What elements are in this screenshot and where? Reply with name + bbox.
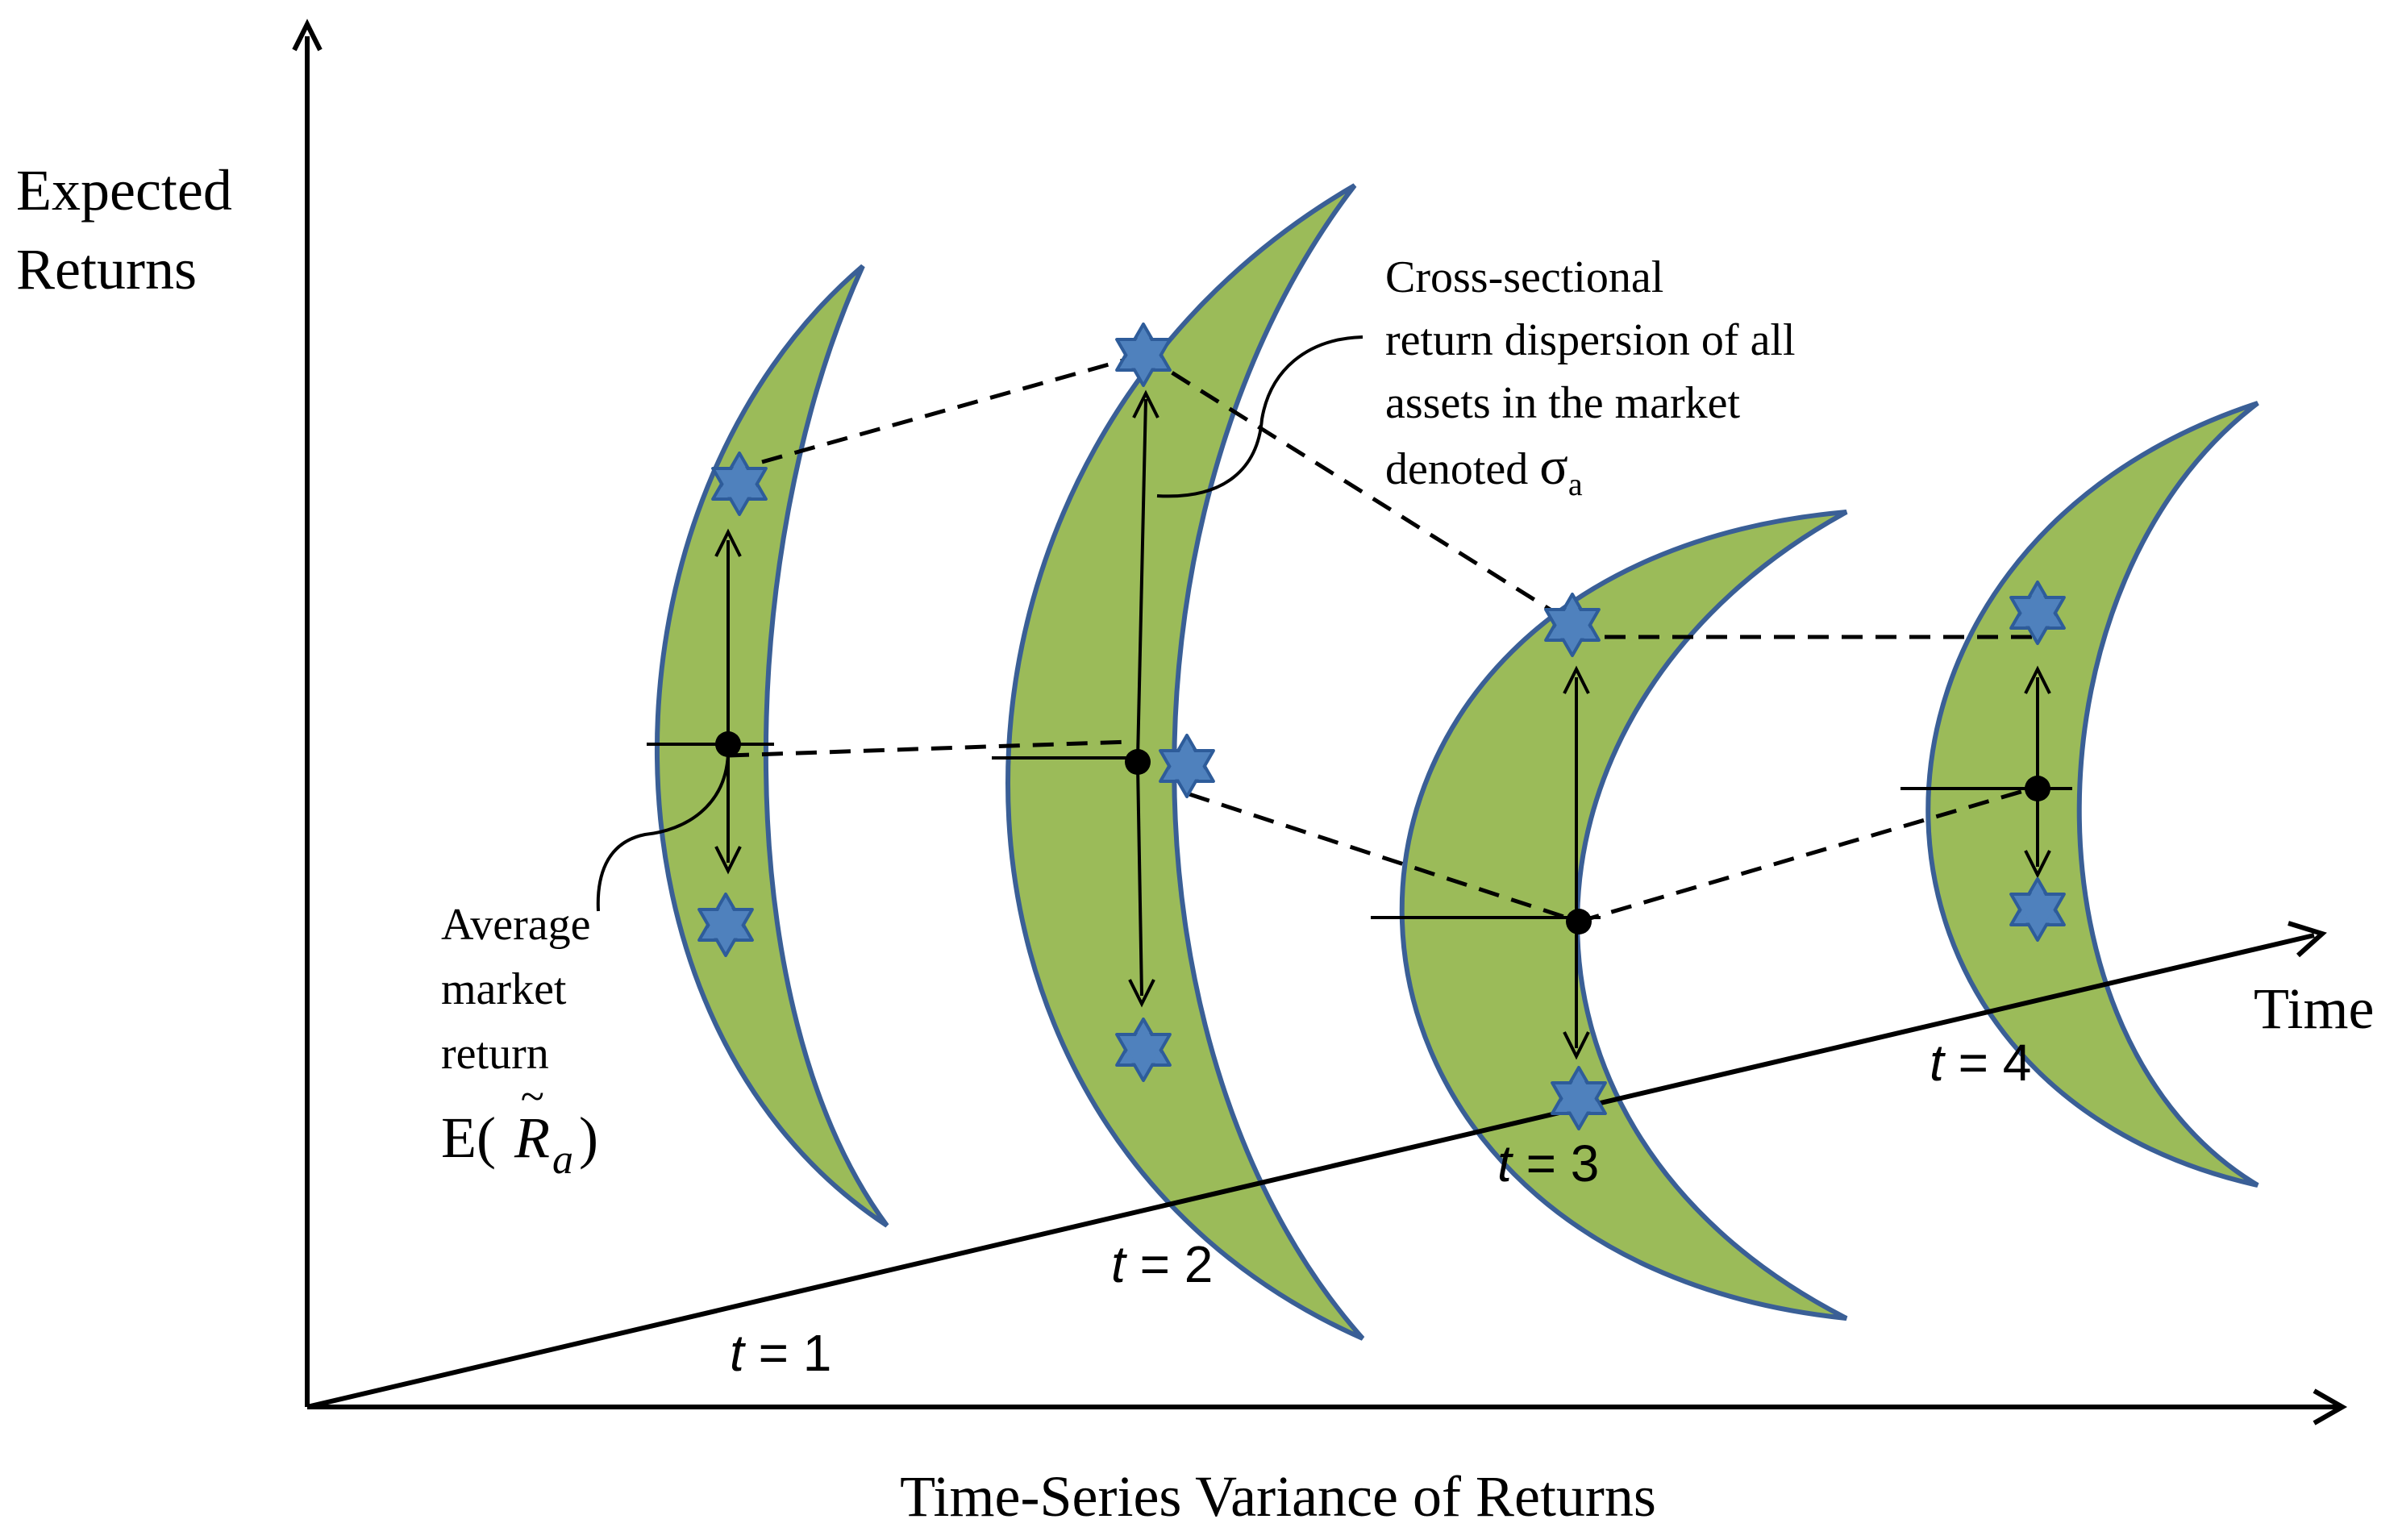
dashed-top-t2-t3 <box>1142 352 1572 625</box>
arrow-down-t2 <box>1136 765 1143 997</box>
star-t1-top <box>711 452 768 516</box>
crescent-t3 <box>1399 510 1848 1321</box>
arrow-up-t2-head <box>1132 389 1159 418</box>
y-axis-arrowhead <box>292 19 323 52</box>
average-formula-var: R <box>514 1105 550 1170</box>
crescent-t2 <box>1005 183 1365 1341</box>
mean-dot-t4 <box>2025 776 2050 801</box>
average-formula-sub: a <box>552 1137 573 1183</box>
star-t4-top <box>2009 581 2066 645</box>
period-label-t1: t = 1 <box>730 1324 831 1382</box>
callout-curve-average <box>596 753 730 912</box>
x-axis-label: Time-Series Variance of Returns <box>900 1464 1656 1529</box>
mean-dot-t3 <box>1566 909 1592 934</box>
star-t2-middle <box>1159 734 1215 798</box>
star-t2-bottom <box>1115 1018 1172 1082</box>
arrow-down-t1-head <box>714 846 742 875</box>
average-formula: E( ~ R a ) <box>441 1072 598 1183</box>
average-annotation-line1: Average <box>441 900 591 950</box>
average-formula-open: E( <box>441 1105 496 1170</box>
y-axis-label-line2: Returns <box>16 237 197 302</box>
dispersion-annotation-line2: return dispersion of all <box>1385 315 1796 365</box>
star-t2-top <box>1115 323 1172 387</box>
average-formula-close: ) <box>579 1105 598 1170</box>
star-t4-bottom <box>2009 877 2066 942</box>
arrow-up-t2 <box>1136 398 1147 759</box>
dispersion-annotation-line3: assets in the market <box>1385 378 1741 428</box>
star-t3-top <box>1544 593 1601 657</box>
arrow-down-t3-head <box>1563 1031 1590 1060</box>
arrow-down-t2-head <box>1128 979 1155 1008</box>
mean-dot-t2 <box>1125 749 1151 775</box>
period-label-t2: t = 2 <box>1111 1235 1213 1293</box>
x-axis-arrowhead <box>2313 1388 2348 1426</box>
dashed-t2star-t3mean <box>1189 792 1580 924</box>
period-label-t4: t = 4 <box>1930 1034 2031 1092</box>
time-axis-label: Time <box>2254 976 2374 1041</box>
average-formula-tilde: ~ <box>520 1072 543 1121</box>
arrow-down-t4-head <box>2024 850 2051 879</box>
crescent-t1 <box>655 264 889 1228</box>
dashed-mean-t3-t4 <box>1578 784 2041 924</box>
mean-dot-t1 <box>715 731 741 757</box>
callout-curve-dispersion <box>1156 335 1363 498</box>
star-t1-bottom <box>697 893 754 957</box>
average-annotation-line2: market <box>441 964 567 1014</box>
arrow-up-t4-head <box>2024 665 2051 694</box>
average-annotation-line3: return <box>441 1029 549 1079</box>
period-label-t3: t = 3 <box>1497 1134 1599 1192</box>
arrow-up-t3-head <box>1563 665 1590 694</box>
star-t3-bottom <box>1551 1066 1607 1130</box>
time-axis-arrowhead <box>2288 921 2327 958</box>
dispersion-annotation-line4: denoted σa <box>1385 437 1583 502</box>
arrow-up-t1-head <box>714 528 742 557</box>
dispersion-annotation-line1: Cross-sectional <box>1385 252 1663 302</box>
time-axis <box>306 933 2315 1409</box>
y-axis-label-line1: Expected <box>16 158 232 223</box>
